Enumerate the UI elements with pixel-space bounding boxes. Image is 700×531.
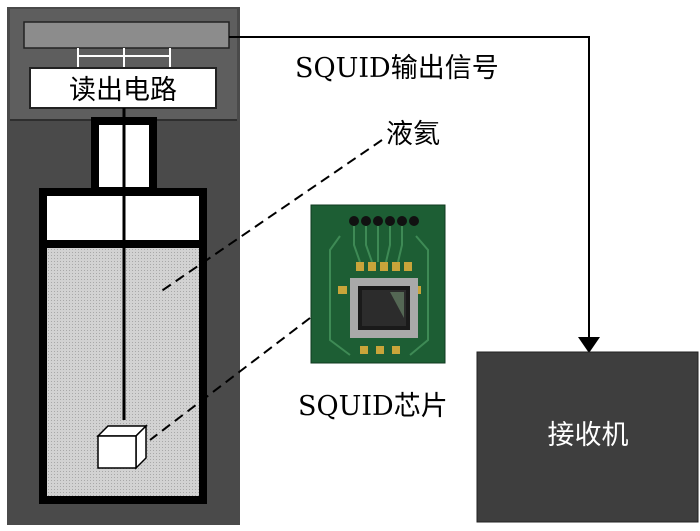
liquid-helium-label: 液氦: [386, 119, 440, 150]
receiver-label: 接收机: [548, 420, 629, 451]
liquid-helium-callout-line: [159, 139, 383, 293]
sensor-cube: [96, 424, 148, 470]
arrow-head-icon: [578, 337, 600, 353]
pcb-header-pins: [349, 216, 419, 226]
squid-chip-photo: [310, 204, 446, 364]
signal-wire: [229, 36, 600, 353]
readout-circuit-box: [29, 67, 217, 109]
receiver-box: [476, 351, 699, 523]
cryostat: 读出电路: [7, 7, 240, 525]
pcb-traces: [329, 226, 429, 356]
squid-chip-callout-line: [149, 317, 311, 441]
squid-chip-label: SQUID芯片: [298, 391, 448, 422]
readout-connector-bar: [23, 21, 230, 49]
readout-circuit-label: 读出电路: [69, 75, 177, 106]
squid-output-signal-label: SQUID输出信号: [295, 53, 499, 84]
connector-pins: [77, 48, 171, 68]
